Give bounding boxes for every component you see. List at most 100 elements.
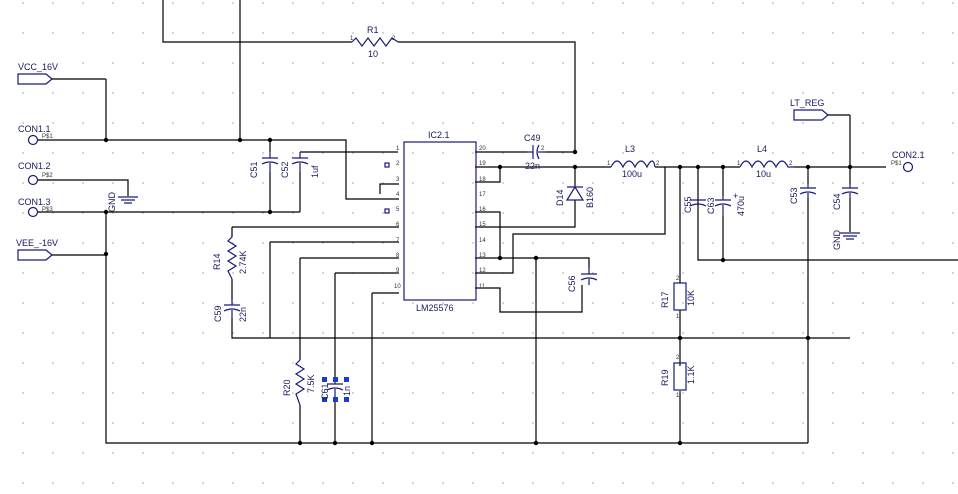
ground-right: GND — [832, 230, 860, 251]
ic-pin-stub — [384, 162, 390, 168]
con2-1-label: CON2.1 — [892, 150, 925, 160]
resistor-r17[interactable]: R17 10K 2 1 — [660, 276, 696, 320]
ic-pin: 3 — [396, 177, 400, 183]
l4-pin2: 2 — [789, 161, 793, 167]
con1-3-label: CON1.3 — [18, 197, 51, 207]
l3-value: 100u — [622, 169, 642, 179]
ic-pin: 15 — [479, 222, 486, 228]
c49-ref: C49 — [524, 133, 541, 143]
r20-ref: R20 — [282, 379, 292, 396]
diode-d14[interactable]: D14 B160 — [555, 185, 595, 208]
ic-pin: 18 — [479, 177, 486, 183]
inductor-l4[interactable]: L4 10u 1 2 — [737, 144, 794, 179]
r19-pin2: 2 — [676, 355, 680, 361]
r19-pin1: 1 — [676, 393, 680, 399]
ic-pin: 12 — [479, 268, 486, 274]
wires — [38, 0, 958, 444]
inductor-l3[interactable]: L3 100u 1 2 — [607, 144, 660, 179]
c49-value: 22n — [525, 161, 540, 171]
connector-con1-1[interactable]: CON1.1 P$1 — [18, 124, 53, 146]
port-vcc-label: VCC_16V — [18, 62, 58, 72]
r19-value: 1.1K — [686, 365, 696, 384]
capacitor-c59[interactable]: C59 22n — [213, 300, 248, 322]
gnd-right-label: GND — [832, 230, 842, 251]
ic-pin: 20 — [479, 146, 486, 152]
c52-ref: C52 — [280, 161, 290, 178]
ic-ref: IC2.1 — [428, 130, 450, 140]
c55-ref: C55 — [683, 196, 693, 213]
c61-value: 1n — [342, 386, 352, 396]
c56-ref: C56 — [567, 275, 577, 292]
ic-pin: 19 — [479, 161, 486, 167]
ic-pin: 6 — [396, 222, 400, 228]
gnd-left-label: GND — [107, 192, 117, 213]
c53-ref: C53 — [789, 187, 799, 204]
ic-pin: 14 — [479, 238, 486, 244]
capacitor-c63[interactable]: C63 + 470u — [706, 191, 746, 216]
c63-ref: C63 — [706, 197, 716, 214]
r1-pin1: 1 — [350, 36, 354, 42]
port-lt-reg[interactable]: LT_REG — [790, 98, 850, 121]
capacitor-c61-selected[interactable]: C61 1n — [320, 377, 352, 402]
r20-value: 7.5K — [306, 374, 316, 393]
capacitor-c49[interactable]: C49 22n 2 — [524, 133, 546, 171]
r1-value: 10 — [368, 49, 378, 59]
port-vee[interactable]: VEE_-16V — [16, 238, 106, 261]
c52-value: 1uf — [310, 165, 320, 178]
resistor-r19[interactable]: R19 1.1K 2 1 — [660, 355, 696, 399]
c61-ref: C61 — [320, 383, 330, 400]
r19-ref: R19 — [660, 369, 670, 386]
capacitor-c55[interactable]: C55 — [683, 196, 707, 213]
c59-ref: C59 — [213, 305, 223, 322]
resistor-r1[interactable]: R1 10 1 2 — [350, 25, 399, 59]
ic-part: LM25576 — [416, 303, 454, 313]
con1-1-pin: P$1 — [42, 134, 53, 140]
ground-left: GND — [107, 192, 138, 213]
r17-pin1: 1 — [676, 314, 680, 320]
ic-pin-stub — [384, 208, 390, 214]
selection-handles — [322, 377, 349, 402]
capacitor-c51[interactable]: C51 — [249, 152, 279, 178]
connector-con1-3[interactable]: CON1.3 P$3 — [18, 197, 53, 218]
r17-value: 10K — [686, 290, 696, 306]
c54-ref: C54 — [832, 193, 842, 210]
resistor-r14[interactable]: R14 2.74K — [212, 236, 248, 280]
d14-ref: D14 — [555, 189, 565, 206]
connector-con1-2[interactable]: CON1.2 P$2 — [18, 161, 53, 186]
c63-value: 470u — [736, 196, 746, 216]
d14-value: B160 — [585, 187, 595, 208]
capacitor-c56[interactable]: C56 — [567, 268, 598, 292]
capacitor-c53[interactable]: C53 — [789, 184, 817, 204]
ic-pin: 7 — [396, 238, 400, 244]
resistor-r20[interactable]: R20 7.5K — [282, 359, 316, 406]
capacitor-c54[interactable]: C54 — [832, 184, 859, 210]
junctions — [103, 137, 853, 446]
ic-pin: 13 — [479, 253, 486, 259]
ic-pin: 9 — [396, 268, 400, 274]
con1-1-label: CON1.1 — [18, 124, 51, 134]
con1-2-label: CON1.2 — [18, 161, 51, 171]
r14-value: 2.74K — [238, 250, 248, 274]
l4-value: 10u — [756, 169, 771, 179]
con1-3-pin: P$3 — [42, 207, 53, 213]
port-vee-label: VEE_-16V — [16, 238, 58, 248]
ic-pin: 5 — [396, 207, 400, 213]
l3-ref: L3 — [625, 144, 635, 154]
c51-ref: C51 — [249, 161, 259, 178]
l4-pin1: 1 — [737, 161, 741, 167]
con1-2-pin: P$2 — [42, 173, 53, 179]
r17-pin2: 2 — [676, 276, 680, 282]
c63-plus: + — [733, 191, 738, 201]
con2-1-pin: P$1 — [891, 161, 902, 167]
connector-con2-1[interactable]: CON2.1 P$1 — [891, 150, 925, 173]
port-lt-reg-label: LT_REG — [790, 98, 824, 108]
port-vcc[interactable]: VCC_16V — [17, 62, 106, 85]
ic-lm25576[interactable]: IC2.1 LM25576 1 2 3 4 5 6 7 8 9 10 20 19… — [384, 130, 486, 313]
ic-pin: 16 — [479, 207, 486, 213]
r17-ref: R17 — [660, 291, 670, 308]
capacitor-c52[interactable]: C52 1uf — [280, 152, 320, 178]
c59-value: 22n — [238, 307, 248, 322]
l3-pin2: 2 — [656, 161, 660, 167]
ic-pin: 10 — [394, 284, 401, 290]
